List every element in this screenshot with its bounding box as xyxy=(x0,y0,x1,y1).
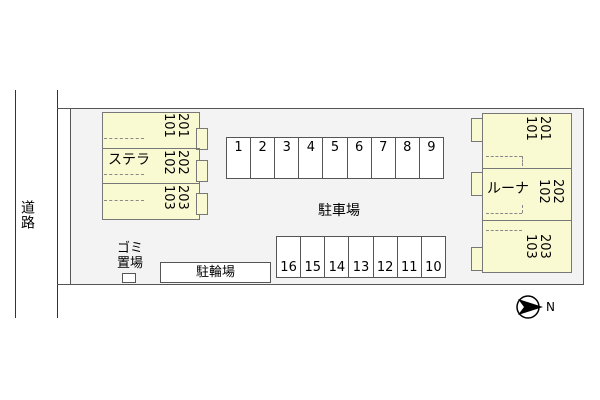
stella-room-201: 201 xyxy=(175,113,190,138)
building-luna xyxy=(482,113,572,273)
stella-tab-3 xyxy=(196,193,208,215)
building-stella-name: ステラ xyxy=(108,152,150,168)
site-boundary-bottom xyxy=(57,284,71,285)
parking-space: 15 xyxy=(301,237,326,277)
garbage-label-line2: 置場 xyxy=(116,256,143,271)
parking-label: 駐車場 xyxy=(318,203,360,219)
road-line-right xyxy=(57,90,58,318)
parking-space: 13 xyxy=(349,237,374,277)
parking-space: 10 xyxy=(425,260,442,275)
parking-space: 8 xyxy=(396,138,420,178)
parking-space: 3 xyxy=(275,138,300,178)
parking-row-top: 1 2 3 4 5 6 7 8 9 xyxy=(226,137,444,179)
road-line-left xyxy=(15,90,16,318)
luna-dash-3 xyxy=(486,230,522,231)
stella-tab-1 xyxy=(196,128,208,150)
north-label: N xyxy=(546,300,555,314)
luna-room-202: 202 xyxy=(550,179,565,204)
stella-dash-3 xyxy=(104,200,144,201)
stella-room-202: 202 xyxy=(175,150,190,175)
parking-space: 7 xyxy=(372,138,396,178)
luna-dash-2v xyxy=(522,205,523,213)
luna-room-102: 102 xyxy=(536,179,551,204)
garbage-box xyxy=(122,273,136,283)
garbage-label-line1: ゴミ xyxy=(116,241,143,256)
luna-room-101: 101 xyxy=(523,116,538,141)
luna-divider-2 xyxy=(482,220,572,221)
parking-space: 1 xyxy=(227,138,252,178)
parking-space: 5 xyxy=(323,138,348,178)
stella-room-203: 203 xyxy=(175,185,190,210)
bicycle-parking: 駐輪場 xyxy=(160,262,271,283)
parking-space: 14 xyxy=(325,237,350,277)
stella-divider-2 xyxy=(102,183,200,184)
luna-room-201: 201 xyxy=(537,116,552,141)
road-label: 道路 xyxy=(19,200,35,230)
stella-room-103: 103 xyxy=(161,185,176,210)
building-stella xyxy=(102,112,200,220)
parking-space: 9 xyxy=(427,140,436,155)
stella-tab-2 xyxy=(196,160,208,182)
luna-dash-2 xyxy=(486,213,522,214)
stella-dash-1 xyxy=(104,138,144,139)
luna-tab-3 xyxy=(471,247,483,271)
building-luna-name: ルーナ xyxy=(487,181,529,197)
luna-room-203: 203 xyxy=(537,234,552,259)
parking-space: 4 xyxy=(299,138,324,178)
stella-room-101: 101 xyxy=(161,113,176,138)
luna-dash-1 xyxy=(486,156,522,157)
parking-space: 2 xyxy=(251,138,276,178)
luna-tab-2 xyxy=(471,172,483,196)
stella-room-102: 102 xyxy=(161,150,176,175)
parking-space: 6 xyxy=(348,138,372,178)
stella-dash-2 xyxy=(104,174,144,175)
north-arrow-icon xyxy=(516,295,543,319)
parking-space: 12 xyxy=(374,237,398,277)
luna-dash-1v xyxy=(522,156,523,166)
site-boundary-top xyxy=(57,108,71,109)
luna-tab-1 xyxy=(471,118,483,142)
parking-row-bottom: 16 15 14 13 12 11 10 xyxy=(276,236,446,278)
stella-divider-1 xyxy=(102,148,200,149)
parking-space: 11 xyxy=(398,237,422,277)
parking-space: 16 xyxy=(277,237,302,277)
luna-room-103: 103 xyxy=(523,234,538,259)
luna-divider-1 xyxy=(482,168,572,169)
